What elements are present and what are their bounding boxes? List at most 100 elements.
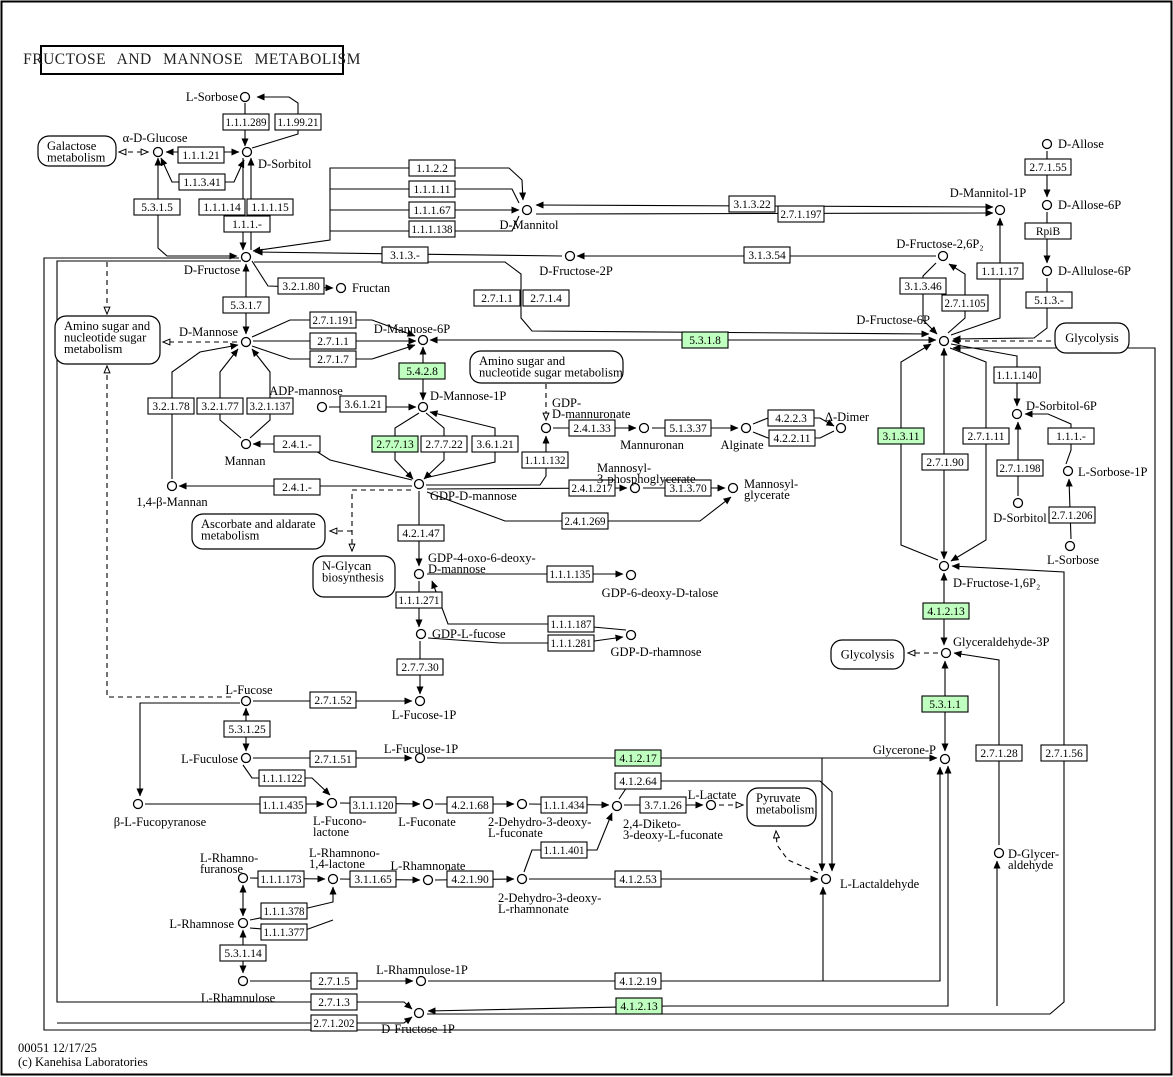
enzyme-box-3.1.3.70[interactable]: 3.1.3.70 bbox=[664, 479, 712, 497]
enzyme-box-2.7.1.51[interactable]: 2.7.1.51 bbox=[309, 750, 357, 768]
enzyme-box-1.1.1.289[interactable]: 1.1.1.289 bbox=[222, 113, 270, 131]
metabolite-node[interactable] bbox=[521, 204, 533, 216]
enzyme-box-2.7.1.7[interactable]: 2.7.1.7 bbox=[309, 350, 357, 368]
metabolite-node[interactable] bbox=[540, 422, 552, 434]
enzyme-box-3.7.1.26[interactable]: 3.7.1.26 bbox=[639, 796, 687, 814]
metabolite-node[interactable] bbox=[239, 91, 251, 103]
enzyme-box-shape[interactable] bbox=[1025, 291, 1073, 309]
enzyme-box-shape[interactable] bbox=[1047, 427, 1095, 445]
enzyme-box-3.2.1.78[interactable]: 3.2.1.78 bbox=[147, 397, 195, 415]
metabolite-node[interactable] bbox=[132, 798, 144, 810]
enzyme-box-shape[interactable] bbox=[1040, 744, 1088, 762]
metabolite-node[interactable] bbox=[166, 480, 178, 492]
pathway-link-shape[interactable] bbox=[746, 787, 817, 827]
enzyme-box-shape[interactable] bbox=[222, 296, 270, 314]
enzyme-box-3.1.3.46[interactable]: 3.1.3.46 bbox=[899, 277, 947, 295]
pathway-link-shape[interactable] bbox=[37, 135, 117, 167]
metabolite-node[interactable] bbox=[1012, 497, 1024, 509]
metabolite-node[interactable] bbox=[993, 847, 1005, 859]
enzyme-box-1.1.1.173[interactable]: 1.1.1.173 bbox=[257, 870, 305, 888]
enzyme-box-shape[interactable] bbox=[976, 262, 1024, 280]
enzyme-box-1.1.1.132[interactable]: 1.1.1.132 bbox=[521, 451, 569, 469]
enzyme-box-1.1.1.434[interactable]: 1.1.1.434 bbox=[540, 796, 588, 814]
enzyme-box-shape[interactable] bbox=[395, 591, 443, 609]
enzyme-box-2.7.7.22[interactable]: 2.7.7.22 bbox=[420, 435, 468, 453]
enzyme-box-shape[interactable] bbox=[397, 524, 445, 542]
enzyme-box-1.1.1.122[interactable]: 1.1.1.122 bbox=[258, 769, 306, 787]
metabolite-node[interactable] bbox=[316, 401, 328, 413]
enzyme-box-1.1.1.401[interactable]: 1.1.1.401 bbox=[540, 841, 588, 859]
enzyme-box-shape[interactable] bbox=[767, 409, 815, 427]
metabolite-node[interactable] bbox=[937, 250, 949, 262]
enzyme-box-1.1.1.14[interactable]: 1.1.1.14 bbox=[198, 198, 246, 216]
metabolite-node[interactable] bbox=[516, 798, 528, 810]
metabolite-node[interactable] bbox=[335, 282, 347, 294]
enzyme-box-shape[interactable] bbox=[260, 923, 308, 941]
enzyme-box-shape[interactable] bbox=[777, 205, 825, 223]
enzyme-box-shape[interactable] bbox=[546, 565, 594, 583]
enzyme-box-3.1.3.54[interactable]: 3.1.3.54 bbox=[743, 246, 791, 264]
enzyme-box-1.1.2.2[interactable]: 1.1.2.2 bbox=[408, 159, 456, 177]
enzyme-box-shape[interactable] bbox=[681, 331, 729, 349]
metabolite-node[interactable] bbox=[1041, 199, 1053, 211]
pathway-link-shape[interactable] bbox=[830, 639, 905, 670]
enzyme-box-shape[interactable] bbox=[398, 362, 446, 380]
metabolite-node[interactable] bbox=[629, 482, 641, 494]
metabolite-node[interactable] bbox=[611, 800, 623, 812]
enzyme-box-1.1.1.-[interactable]: 1.1.1.- bbox=[223, 215, 271, 233]
enzyme-box-rpib[interactable]: RpiB bbox=[1024, 222, 1072, 240]
enzyme-box-shape[interactable] bbox=[310, 993, 358, 1011]
enzyme-box-2.7.1.11[interactable]: 2.7.1.11 bbox=[962, 427, 1010, 445]
enzyme-box-2.4.1.269[interactable]: 2.4.1.269 bbox=[561, 512, 609, 530]
metabolite-node[interactable] bbox=[413, 478, 425, 490]
enzyme-box-shape[interactable] bbox=[178, 173, 226, 191]
enzyme-box-shape[interactable] bbox=[522, 289, 570, 307]
enzyme-box-3.6.1.21[interactable]: 3.6.1.21 bbox=[471, 435, 519, 453]
enzyme-box-2.7.1.206[interactable]: 2.7.1.206 bbox=[1048, 506, 1096, 524]
enzyme-box-2.7.1.52[interactable]: 2.7.1.52 bbox=[309, 691, 357, 709]
enzyme-box-shape[interactable] bbox=[768, 429, 816, 447]
metabolite-node[interactable] bbox=[415, 975, 427, 987]
metabolite-node[interactable] bbox=[413, 1007, 425, 1019]
enzyme-box-shape[interactable] bbox=[941, 294, 989, 312]
metabolite-node[interactable] bbox=[994, 204, 1006, 216]
enzyme-box-2.7.1.5[interactable]: 2.7.1.5 bbox=[310, 972, 358, 990]
enzyme-box-2.7.1.28[interactable]: 2.7.1.28 bbox=[975, 744, 1023, 762]
enzyme-box-shape[interactable] bbox=[257, 870, 305, 888]
enzyme-box-2.7.1.55[interactable]: 2.7.1.55 bbox=[1024, 158, 1072, 176]
enzyme-box-shape[interactable] bbox=[614, 870, 662, 888]
enzyme-box-2.7.1.4[interactable]: 2.7.1.4 bbox=[522, 289, 570, 307]
enzyme-box-3.2.1.80[interactable]: 3.2.1.80 bbox=[277, 277, 325, 295]
metabolite-node[interactable] bbox=[938, 335, 950, 347]
enzyme-box-shape[interactable] bbox=[310, 972, 358, 990]
enzyme-box-shape[interactable] bbox=[396, 658, 444, 676]
pathway-link-shape[interactable] bbox=[312, 555, 396, 598]
metabolite-node[interactable] bbox=[414, 695, 426, 707]
metabolite-node[interactable] bbox=[939, 753, 951, 765]
enzyme-box-1.1.1.140[interactable]: 1.1.1.140 bbox=[993, 366, 1041, 384]
enzyme-box-2.7.1.198[interactable]: 2.7.1.198 bbox=[996, 459, 1044, 477]
enzyme-box-shape[interactable] bbox=[273, 478, 321, 496]
pathway-link-shape[interactable] bbox=[54, 315, 161, 365]
enzyme-box-1.1.1.377[interactable]: 1.1.1.377 bbox=[260, 923, 308, 941]
enzyme-box-shape[interactable] bbox=[196, 397, 244, 415]
enzyme-box-shape[interactable] bbox=[547, 615, 595, 633]
enzyme-box-shape[interactable] bbox=[996, 459, 1044, 477]
metabolite-node[interactable] bbox=[240, 336, 252, 348]
pathway-link-glycolysis[interactable]: Glycolysis bbox=[1054, 322, 1130, 354]
enzyme-box-3.1.3.22[interactable]: 3.1.3.22 bbox=[728, 195, 776, 213]
enzyme-box-shape[interactable] bbox=[922, 602, 970, 620]
enzyme-box-shape[interactable] bbox=[473, 289, 521, 307]
enzyme-box-shape[interactable] bbox=[381, 246, 429, 264]
metabolite-node[interactable] bbox=[940, 647, 952, 659]
metabolite-node[interactable] bbox=[326, 797, 338, 809]
enzyme-box-3.2.1.77[interactable]: 3.2.1.77 bbox=[196, 397, 244, 415]
enzyme-box-shape[interactable] bbox=[371, 435, 419, 453]
metabolite-node[interactable] bbox=[327, 873, 339, 885]
metabolite-node[interactable] bbox=[1062, 465, 1074, 477]
enzyme-box-shape[interactable] bbox=[615, 997, 663, 1015]
enzyme-box-3.1.1.120[interactable]: 3.1.1.120 bbox=[349, 796, 397, 814]
pathway-link-shape[interactable] bbox=[191, 513, 326, 550]
enzyme-box-shape[interactable] bbox=[309, 691, 357, 709]
